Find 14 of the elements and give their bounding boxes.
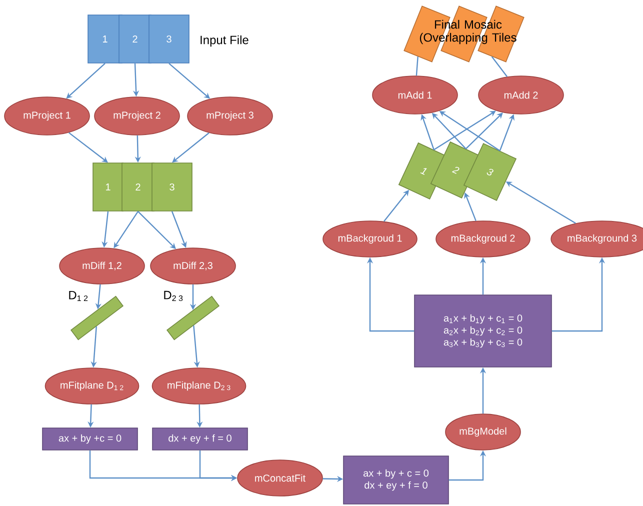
arrow xyxy=(465,112,503,150)
equation-box: a$_{1}$x + b$_{1}$y + c$_{1}$ = 0 a$_{2}$x + b$_{2}$y + c$_{2}$ = 0 a$_{3}$x + b$_{3}$y + c$_{3}$ = 0 xyxy=(414,294,552,368)
node-caption: D$_{1 2}$ xyxy=(69,290,88,302)
equation-box: ax + by + c = 0 dx + ey + f = 0 xyxy=(343,456,449,504)
node-caption: D$_{2 3}$ xyxy=(164,290,183,302)
image-tile: 2 xyxy=(118,14,152,64)
image-tile: 3 xyxy=(152,162,192,212)
image-tile: 1 xyxy=(88,14,122,64)
image-tile: 1 xyxy=(92,162,124,212)
image-tile: 3 xyxy=(148,14,190,64)
equation-box: ax + by +c = 0 xyxy=(42,428,138,450)
image-tile: 2 xyxy=(122,162,154,212)
equation-box: dx + ey + f = 0 xyxy=(152,428,248,450)
node-caption: Input File xyxy=(200,35,248,47)
